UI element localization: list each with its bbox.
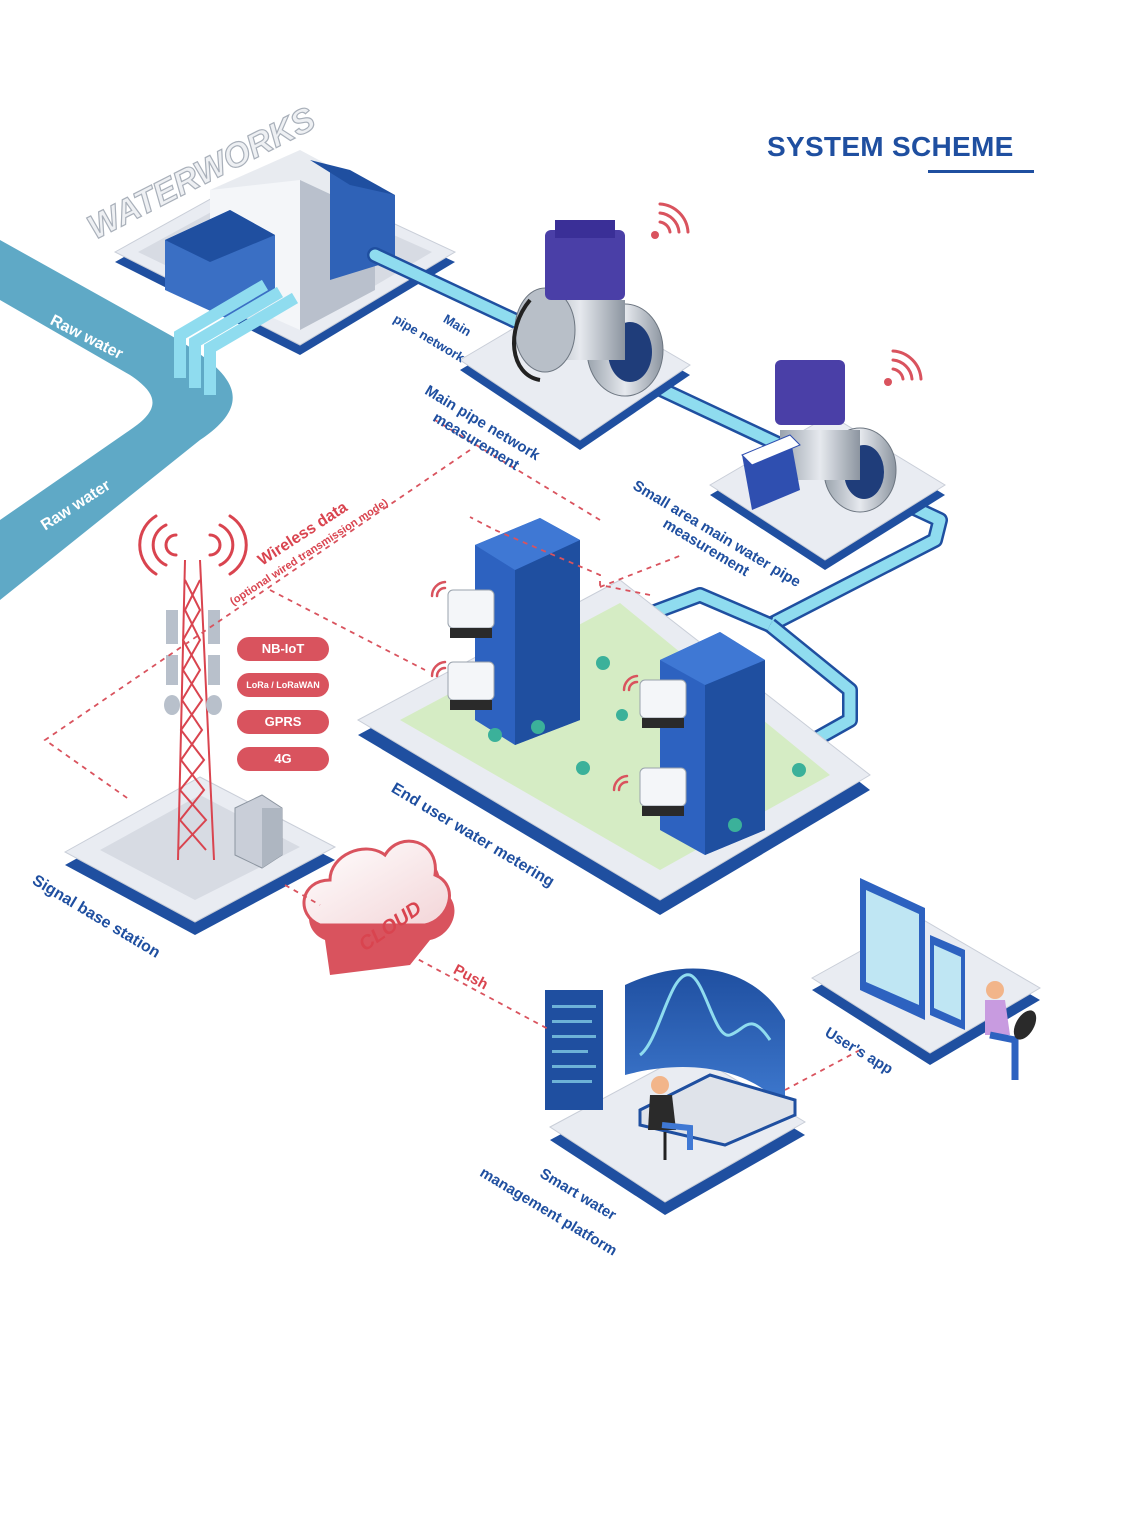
waterworks-platform: WATERWORKS — [81, 99, 457, 395]
protocol-badge: LoRa / LoRaWAN — [237, 673, 329, 697]
management-platform — [545, 968, 806, 1215]
main-meter-platform — [459, 220, 691, 450]
person-icon — [985, 981, 1037, 1080]
protocol-badge: GPRS — [237, 710, 329, 734]
tablet-icon — [860, 878, 925, 1020]
signal-wave-icon — [884, 349, 923, 386]
protocol-badge: 4G — [237, 747, 329, 771]
title-underline — [928, 170, 1034, 173]
signal-wave-icon — [651, 202, 690, 239]
users-app-platform — [811, 878, 1041, 1080]
phone-icon — [930, 935, 965, 1030]
page-title: SYSTEM SCHEME — [767, 131, 1014, 162]
small-area-meter-platform — [709, 360, 946, 570]
base-station-platform — [63, 514, 337, 935]
person-icon — [648, 1076, 693, 1160]
cloud-icon — [302, 839, 455, 975]
end-user-platform — [356, 518, 871, 915]
protocol-badge: NB-IoT — [237, 637, 329, 661]
